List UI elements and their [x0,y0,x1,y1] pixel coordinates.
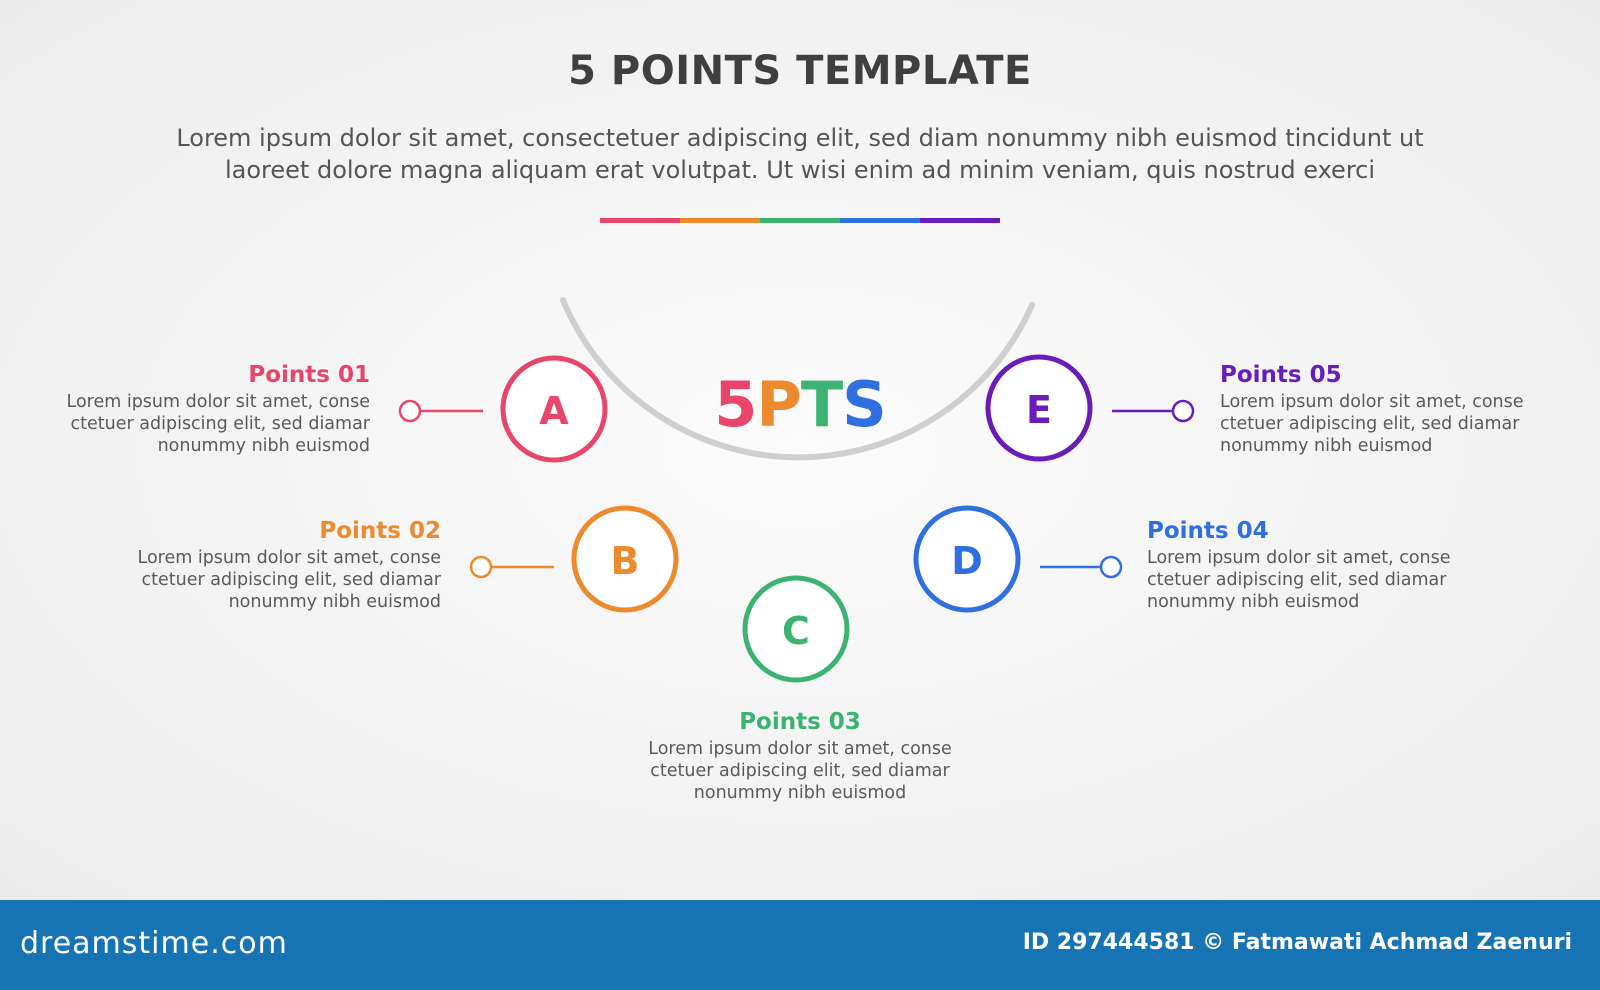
point-02-body-line-1: Lorem ipsum dolor sit amet, conse [137,548,442,568]
point-05-body-line-3: nonummy nibh euismod [1220,436,1433,456]
point-05-title: Points 05 [1220,362,1342,388]
footer-logo[interactable]: dreamstime.com [20,926,288,961]
node-c: C [742,575,850,683]
node-d-letter: D [951,539,983,583]
connector-a [398,399,483,423]
arc-diagram: A B C D E [398,297,1195,683]
center-char-1: 5 [714,368,757,441]
subtitle-line-1: Lorem ipsum dolor sit amet, consectetuer… [176,124,1424,152]
point-03-body-line-3: nonummy nibh euismod [693,783,907,803]
connector-b [469,555,554,579]
point-02-title: Points 02 [319,518,441,544]
node-e-letter: E [1026,388,1052,432]
divider-segment-orange [680,218,760,223]
point-04-title: Points 04 [1147,518,1269,544]
point-01-body-line-2: ctetuer adipiscing elit, sed diamar [70,414,370,434]
arc-path [560,297,1035,461]
point-02-body-line-2: ctetuer adipiscing elit, sed diamar [141,570,441,590]
point-03-body: Lorem ipsum dolor sit amet, conse ctetue… [640,738,960,804]
point-05-block: Points 05 Lorem ipsum dolor sit amet, co… [1220,361,1540,457]
point-03-body-line-1: Lorem ipsum dolor sit amet, conse [648,739,952,759]
point-05-body: Lorem ipsum dolor sit amet, conse ctetue… [1220,391,1540,457]
connector-e [1112,399,1195,423]
point-04-body: Lorem ipsum dolor sit amet, conse ctetue… [1147,547,1467,613]
point-05-body-line-1: Lorem ipsum dolor sit amet, conse [1220,392,1524,412]
footer-credit: ID 297444581 © Fatmawati Achmad Zaenuri [1022,930,1572,955]
point-01-body-line-1: Lorem ipsum dolor sit amet, conse [66,392,371,412]
point-01-body: Lorem ipsum dolor sit amet, conse ctetue… [50,391,371,457]
point-02-body-line-3: nonummy nibh euismod [228,592,441,612]
divider-segment-red [600,218,680,223]
point-02-block: Points 02 Lorem ipsum dolor sit amet, co… [121,517,442,613]
node-a-letter: A [539,389,569,433]
page-title: 5 POINTS TEMPLATE [568,48,1032,94]
subtitle: Lorem ipsum dolor sit amet, consectetuer… [110,122,1490,186]
point-04-body-line-1: Lorem ipsum dolor sit amet, conse [1147,548,1451,568]
infographic-canvas: 5 POINTS TEMPLATE Lorem ipsum dolor sit … [0,0,1600,900]
point-04-body-line-3: nonummy nibh euismod [1147,592,1360,612]
point-03-block: Points 03 Lorem ipsum dolor sit amet, co… [640,708,960,804]
node-e: E [985,354,1093,462]
center-label: 5PTS [700,368,900,441]
point-01-body-line-3: nonummy nibh euismod [157,436,370,456]
subtitle-line-2: laoreet dolore magna aliquam erat volutp… [224,156,1376,184]
footer-bar: dreamstime.com ID 297444581 © Fatmawati … [0,900,1600,990]
center-char-3: T [800,368,843,441]
point-02-body: Lorem ipsum dolor sit amet, conse ctetue… [121,547,442,613]
connector-d [1040,555,1123,579]
point-03-body-line-2: ctetuer adipiscing elit, sed diamar [650,761,950,781]
point-01-title: Points 01 [248,362,370,388]
node-c-letter: C [782,609,810,653]
center-char-4: S [842,368,887,441]
node-d: D [913,505,1021,613]
node-a: A [500,355,608,463]
divider-segment-blue [840,218,920,223]
point-04-body-line-2: ctetuer adipiscing elit, sed diamar [1147,570,1447,590]
point-04-block: Points 04 Lorem ipsum dolor sit amet, co… [1147,517,1467,613]
node-b-letter: B [611,539,640,583]
node-b: B [571,505,679,613]
rainbow-divider [600,218,1000,223]
point-03-title: Points 03 [739,709,861,735]
divider-segment-purple [920,218,1000,223]
point-05-body-line-2: ctetuer adipiscing elit, sed diamar [1220,414,1520,434]
center-char-2: P [756,368,801,441]
point-01-block: Points 01 Lorem ipsum dolor sit amet, co… [50,361,371,457]
divider-segment-green [760,218,840,223]
